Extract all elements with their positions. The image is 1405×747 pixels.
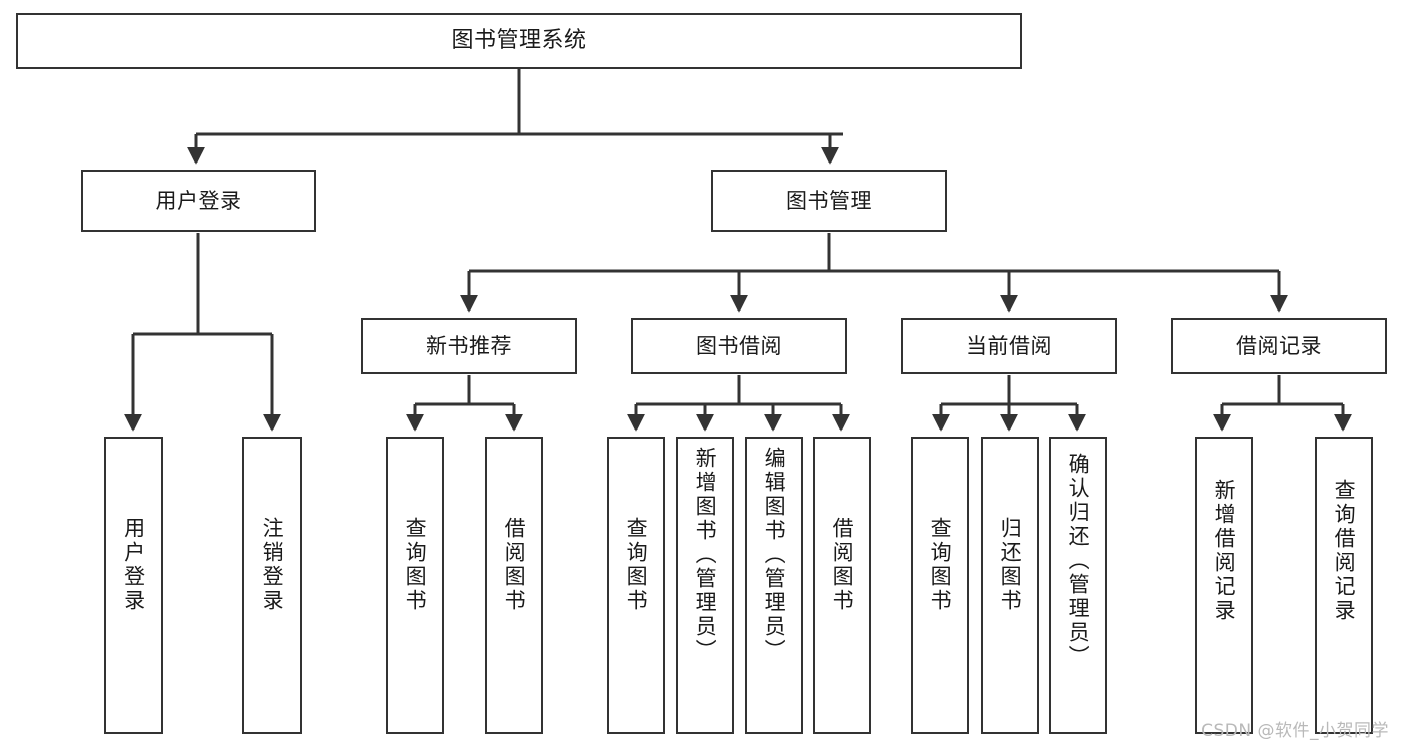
node-leaf-add-book[interactable]: 新增图书（管理员） [676,437,734,734]
node-new-book-recommend[interactable]: 新书推荐 [361,318,577,374]
node-user-login-label: 用户登录 [155,188,242,213]
node-leaf-borrow-book-2-label: 借阅图书 [830,517,855,613]
node-book-borrow[interactable]: 图书借阅 [631,318,847,374]
node-leaf-query-book-2-label: 查询图书 [624,517,649,613]
node-leaf-borrow-book-1-label: 借阅图书 [502,517,527,613]
node-book-manage-label: 图书管理 [786,188,872,213]
node-leaf-confirm-return-label: 确认归还（管理员） [1066,453,1091,669]
node-leaf-user-login-label: 用户登录 [121,517,146,613]
node-leaf-query-book-1[interactable]: 查询图书 [386,437,444,734]
node-leaf-add-record-label: 新增借阅记录 [1212,479,1237,623]
node-leaf-return-book[interactable]: 归还图书 [981,437,1039,734]
node-leaf-query-record[interactable]: 查询借阅记录 [1315,437,1373,734]
node-current-borrow-label: 当前借阅 [966,333,1052,358]
node-leaf-confirm-return[interactable]: 确认归还（管理员） [1049,437,1107,734]
node-borrow-record-label: 借阅记录 [1236,333,1322,358]
node-leaf-query-book-1-label: 查询图书 [403,517,428,613]
node-leaf-borrow-book-1[interactable]: 借阅图书 [485,437,543,734]
node-leaf-query-book-2[interactable]: 查询图书 [607,437,665,734]
csdn-watermark: CSDN @软件_小贺同学 [1201,721,1389,741]
node-leaf-logout-login[interactable]: 注销登录 [242,437,302,734]
node-root[interactable]: 图书管理系统 [16,13,1022,69]
node-root-label: 图书管理系统 [451,28,587,54]
node-leaf-edit-book[interactable]: 编辑图书（管理员） [745,437,803,734]
node-borrow-record[interactable]: 借阅记录 [1171,318,1387,374]
node-leaf-user-login[interactable]: 用户登录 [104,437,163,734]
node-leaf-return-book-label: 归还图书 [998,517,1023,613]
node-user-login[interactable]: 用户登录 [81,170,316,232]
node-leaf-logout-login-label: 注销登录 [260,517,285,613]
node-leaf-query-book-3[interactable]: 查询图书 [911,437,969,734]
node-leaf-borrow-book-2[interactable]: 借阅图书 [813,437,871,734]
node-new-book-recommend-label: 新书推荐 [426,333,512,358]
node-book-manage[interactable]: 图书管理 [711,170,947,232]
node-leaf-add-book-label: 新增图书（管理员） [693,447,718,663]
node-current-borrow[interactable]: 当前借阅 [901,318,1117,374]
node-leaf-add-record[interactable]: 新增借阅记录 [1195,437,1253,734]
node-leaf-query-record-label: 查询借阅记录 [1332,479,1357,623]
node-leaf-query-book-3-label: 查询图书 [928,517,953,613]
node-leaf-edit-book-label: 编辑图书（管理员） [762,447,787,663]
node-book-borrow-label: 图书借阅 [696,333,782,358]
